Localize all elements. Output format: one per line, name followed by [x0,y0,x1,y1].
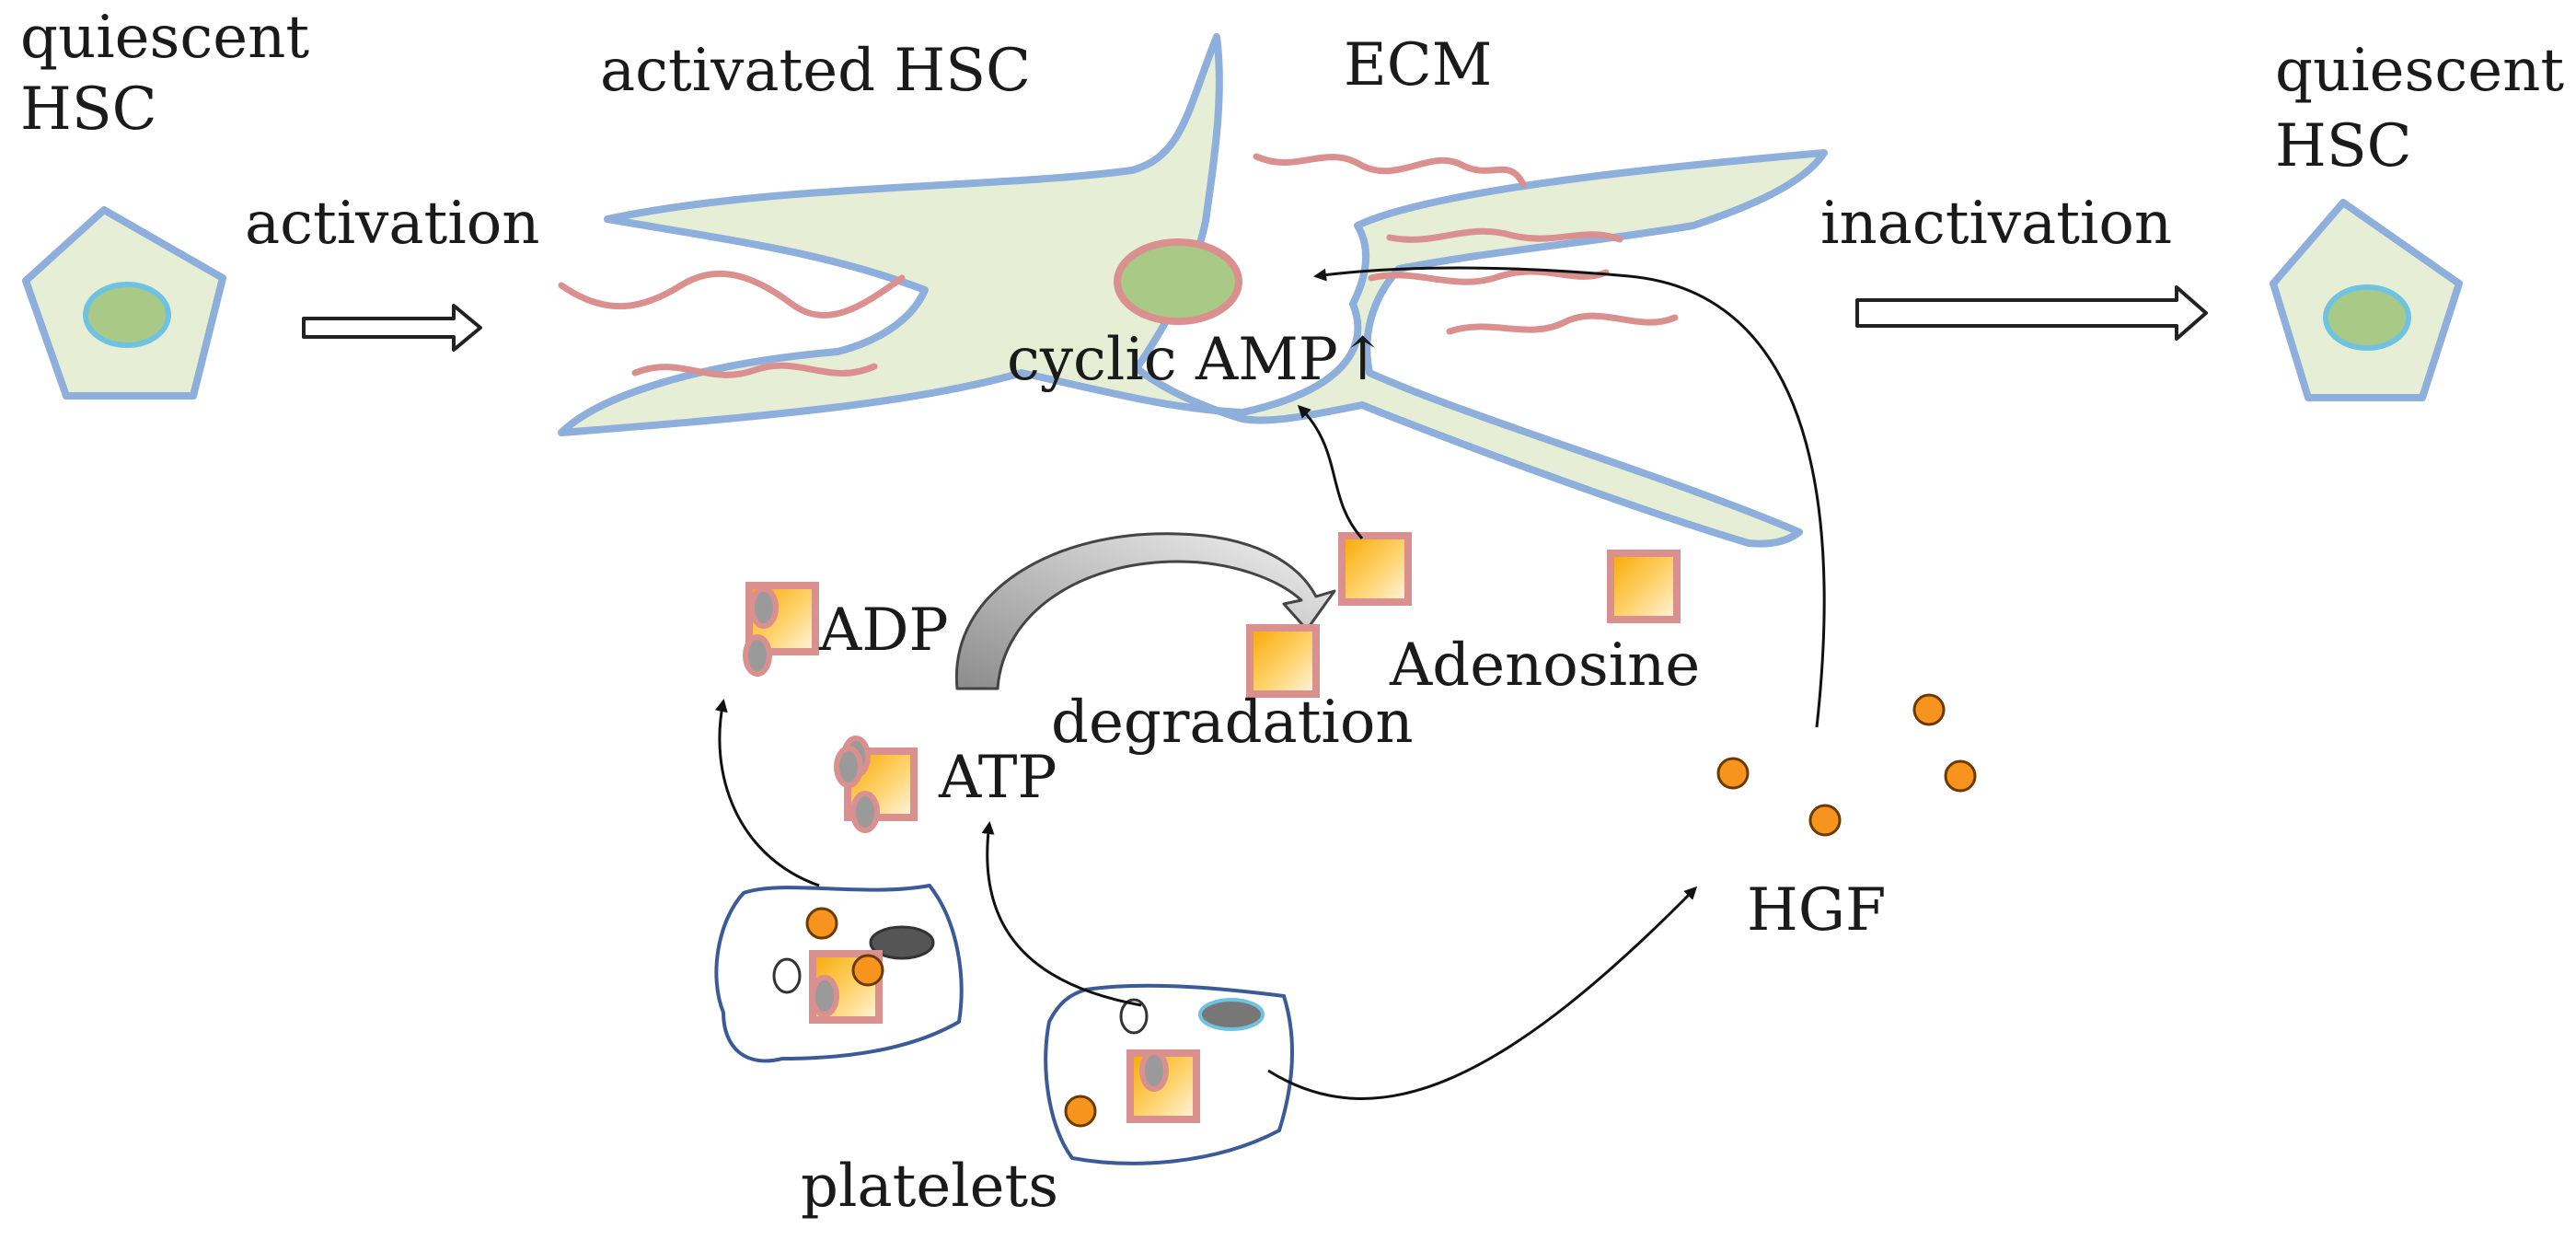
label-quiescent-left: quiescent [20,4,309,72]
adp-molecule [745,585,815,674]
hgf-molecules [1716,693,1977,837]
label-hsc-right: HSC [2275,112,2412,180]
label-hsc-left: HSC [20,75,157,144]
arrow-platelet-to-atp [981,821,1142,1007]
arrow-platelet-to-hgf [1267,886,1698,1100]
arrow-hgf-to-hsc [1313,266,1826,728]
label-atp: ATP [938,744,1057,812]
arrow-platelet-to-adp [714,699,820,887]
ecm-fibers [558,153,1679,378]
label-degradation: degradation [1051,689,1414,757]
degradation-curved-arrow [954,532,1336,690]
label-ecm: ECM [1344,31,1492,99]
inactivation-arrow [1855,285,2208,341]
label-activated-hsc: activated HSC [600,37,1031,105]
label-inactivation: inactivation [1820,190,2172,258]
platelet-left [714,883,964,1063]
arrow-adenosine-to-camp [1297,404,1364,539]
pathway-arrows [714,266,1826,1100]
label-adp: ADP [818,597,949,665]
label-hgf: HGF [1747,876,1886,944]
label-quiescent-right: quiescent [2275,37,2564,105]
label-cyclic-amp: cyclic AMP↑ [1007,326,1387,394]
activation-arrow [302,304,482,352]
label-activation: activation [245,190,539,258]
activated-hsc-cell [558,33,1828,548]
quiescent-hsc-right [2270,199,2463,401]
quiescent-hsc-left [22,206,226,400]
label-platelets: platelets [801,1153,1058,1221]
label-adenosine: Adenosine [1389,632,1700,700]
atp-molecule [837,738,914,830]
platelet-right [1044,983,1295,1165]
